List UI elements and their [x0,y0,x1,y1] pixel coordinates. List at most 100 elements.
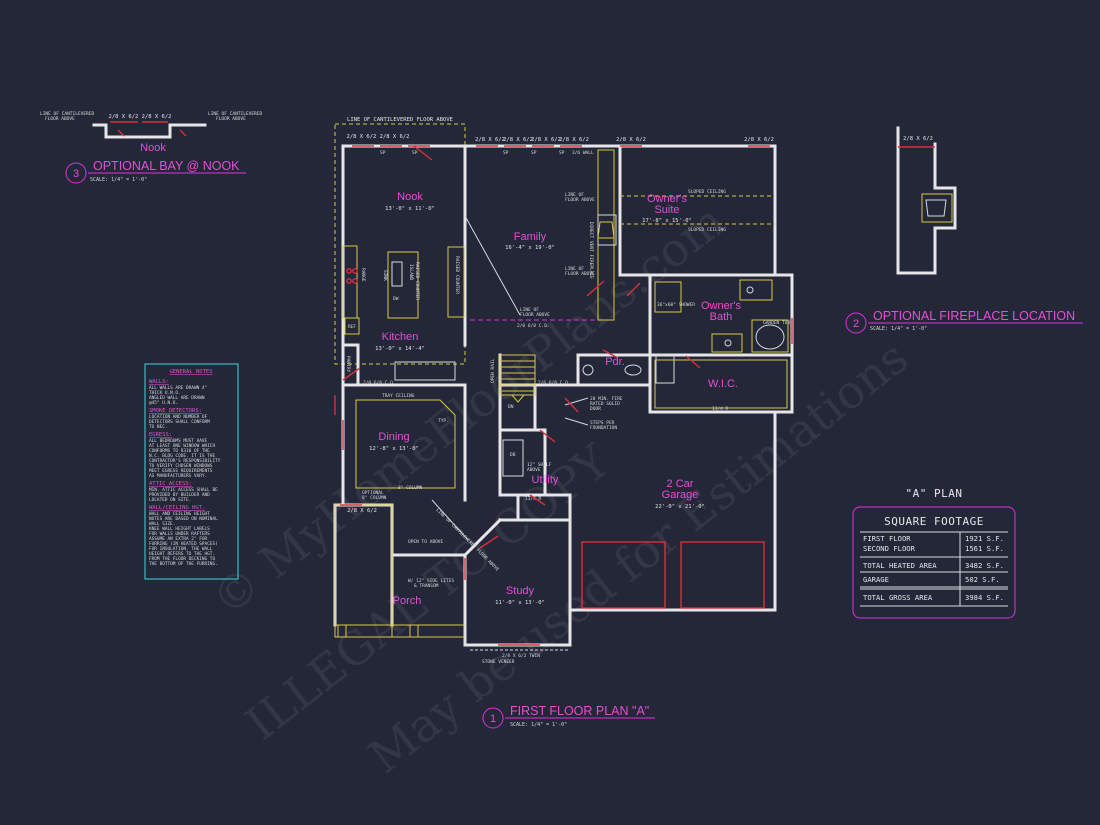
general-notes-line: CONTRACTOR'S RESPONSIBILITY [149,458,221,464]
general-notes-line: ALL WALLS ARE DRAWN 4" [149,385,207,391]
general-notes-line: ALL BEDROOMS MUST HAVE [149,438,208,444]
general-notes-line: FURRING (IN HEATED SPACES) [149,541,218,547]
general-notes-line: N.C. BLDG CODE. IT IS THE [149,453,215,459]
optional-bay-detail: 2/8 X 6/2 2/8 X 6/2 LINE OF CANTILEVERED… [40,111,262,184]
room-wic-name: W.I.C. [708,378,738,390]
general-notes-line: CONFORMS TO R310 OF THE [149,448,210,454]
twin-window-note: 2/8 X 6/2 TWIN [502,653,540,659]
hall-door-dim: 2/6 6/8 C.O. [538,380,571,386]
room-kitchen-name: Kitchen [382,331,419,343]
sp-note-1: SP [380,150,386,156]
general-notes-border [144,363,239,580]
owners-bath-fixtures: 36"x60" SHOWER GARDEN TUB [582,279,790,384]
general-notes-line: FOR WALLS UNDER RAFTERS [149,531,210,537]
fireplace-label: DIRECT VENT FIREPLACE [588,222,594,279]
steps-note-2: FOUNDATION [590,425,617,431]
raised-counter-label: RAISED COUNTER [414,262,420,300]
general-notes-line: ASSUME AN EXTRA 2" FOR [149,536,208,542]
db-label: DB [510,452,516,458]
room-kitchen-size: 13'-0" x 14'-4" [375,346,425,352]
line-of-floor-above-note: LINE OF [520,307,539,313]
cantilever-top-note: LINE OF CANTILEVERED FLOOR ABOVE [347,117,453,123]
general-notes-line: MIN. ATTIC ACCESS SHALL BE [149,487,218,493]
sp-note-5: SP [559,150,565,156]
sqft-row-value: 1921 S.F. [965,534,1004,543]
bay-title-text: OPTIONAL BAY @ NOOK [93,159,240,173]
general-notes-line: THICK U.N.O. [149,390,181,396]
general-notes-line: LOCATION AND NUMBER OF [149,414,208,420]
general-notes-sections: WALLS:ALL WALLS ARE DRAWN 4"THICK U.N.O.… [149,379,221,567]
general-notes-line: WALL SIZE. [149,521,175,527]
stairs: DN OPEN RAIL [490,354,536,410]
general-notes-line: HEIGHT REFERS TO THE HGT. [149,551,215,557]
room-owners-bath-name-2: Bath [710,311,733,323]
optional-fireplace-icon [921,193,953,223]
window-label-porch: 2/8 X 6/2 [347,508,377,514]
room-study-size: 11'-0" x 13'-0" [495,600,545,606]
sp-note-4: SP [531,150,537,156]
title-number: 1 [490,713,496,725]
open-to-above-note: OPEN TO ABOVE [408,539,444,545]
transom-note: & TRANSOM [414,583,439,589]
line-of-floor-above-note-5: LINE OF [565,266,584,272]
optional-column-note: OPTIONAL [362,490,384,496]
window-label-1: 2/8 X 6/2 [475,137,505,143]
family-door-dim: 2/0 6/8 C.O. [517,323,550,329]
wall-36-note: 3/6 WALL [572,150,594,156]
garden-tub-label: GARDEN TUB [763,320,790,326]
title-first-floor-plan: 1 FIRST FLOOR PLAN "A" SCALE: 1/4" = 1'-… [482,704,655,729]
general-notes-line: AS MANUFACTURERS VARY. [149,473,207,479]
bay-title-number: 3 [73,168,79,180]
sqft-border [852,506,1016,619]
line-of-floor-above [464,215,521,316]
pantry-label: PANTRY [345,356,351,373]
title-number-circle [482,707,504,729]
sqft-row-label: FIRST FLOOR [863,534,911,543]
room-nook-size: 13'-0" x 11'-0" [385,206,435,212]
raised-counter-east-label: RAISED COUNTER [454,256,460,294]
fire-door-note-1: 20 MIN. FIRE [590,396,623,402]
general-notes-heading: WALLS: [149,379,169,385]
bay-nook-name: Nook [140,142,166,154]
kitchen-island [387,251,419,319]
garage-door-1 [581,541,666,609]
family-fixtures: LINE OF FLOOR ABOVE LINE OF FLOOR ABOVE … [464,149,617,321]
lavatory-icon [746,286,754,294]
sqft-row-label: TOTAL HEATED AREA [863,561,937,570]
garden-tub [751,319,789,353]
porch-column-2 [409,624,419,638]
washer-dryer [502,439,524,477]
general-notes-heading: ATTIC ACCESS: [149,481,192,487]
bay-cantilever-left-2: FLOOR ABOVE [45,116,75,122]
sp-note-3: SP [503,150,509,156]
door-swings [342,145,701,549]
fireplace-title-number: 2 [853,318,859,330]
refrigerator-icon [344,317,360,335]
window-label-5: 2/8 X 6/2 [616,137,646,143]
range-burner-icon [346,268,352,274]
general-notes-panel: GENERAL NOTES WALLS:ALL WALLS ARE DRAWN … [144,363,239,580]
room-dining-name: Dining [378,431,409,443]
room-family-size: 16'-4" x 19'-0" [505,245,555,251]
shelf-note-2: ABOVE [527,467,541,473]
sqft-row-value: 1561 S.F. [965,544,1004,553]
general-notes-line: PROVIDED BY BUILDER AND [149,492,210,498]
room-garage-name-2: Garage [662,489,699,501]
toilet-closet [655,354,675,384]
sloped-ceiling-note-1: SLOPED CEILING [688,189,726,195]
sqft-row-label: SECOND FLOOR [863,544,916,553]
general-notes-heading: SMOKE DETECTORS: [149,408,202,414]
optional-fireplace-detail: 2/8 X 6/2 2 OPTIONAL FIREPLACE LOCATION … [845,126,1083,334]
general-notes-line: MEET EGRESS REQUIREMENTS [149,468,213,474]
room-family-name: Family [514,231,547,243]
line-of-floor-above-note-6: FLOOR ABOVE [565,271,595,277]
sqft-row-label: GARAGE [863,575,889,584]
watermark: © MyHomeFloorPlans.com ILLEGAL TO COPY M… [202,194,919,784]
dining-tray-ceiling [355,399,456,489]
window-label-3: 2/8 X 6/2 [531,137,561,143]
wic-shelving [654,359,788,409]
toilet-icon [624,364,642,376]
general-notes-line: FROM THE FLOOR DECKING TO [149,556,215,562]
